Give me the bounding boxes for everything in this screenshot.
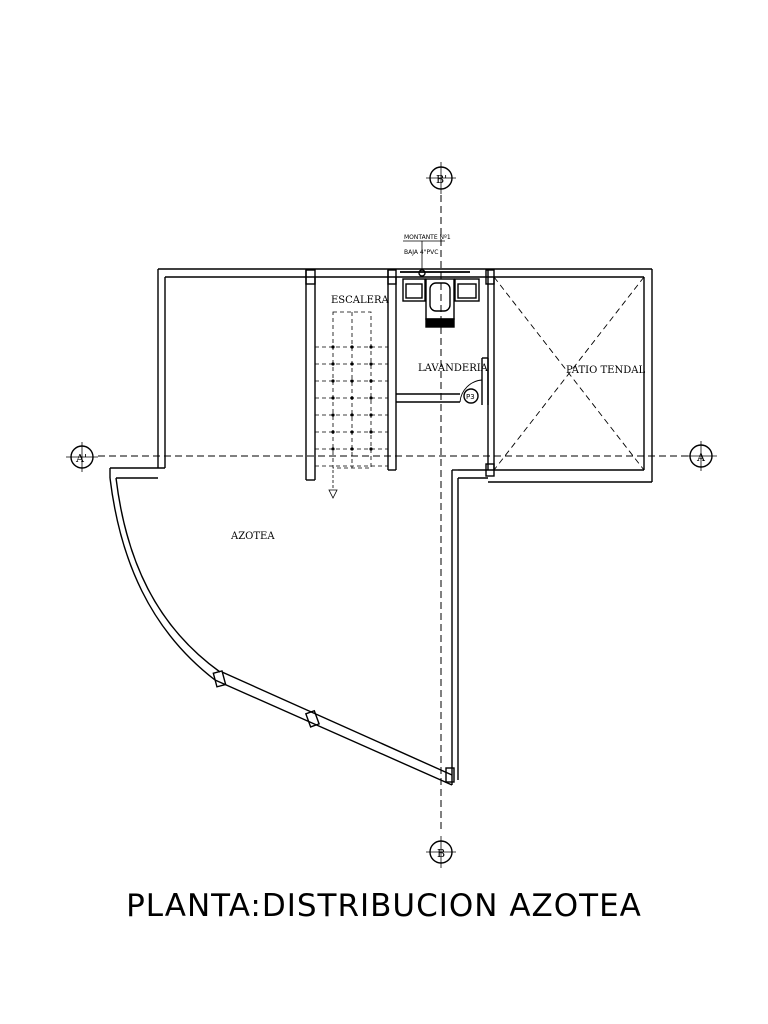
staircase-walls	[305, 269, 397, 481]
room-label-escalera: ESCALERA	[331, 295, 389, 306]
staircase-dots	[331, 345, 373, 451]
patio-open-lines	[493, 276, 645, 471]
wall-top	[157, 268, 653, 278]
staircase-steps	[315, 311, 388, 499]
door-tag-circle	[463, 388, 479, 404]
axis-bubble-b-top	[426, 162, 456, 194]
montante-note-line2: BAJA 4"PVC	[404, 249, 438, 256]
axis-label-b-bottom: B	[437, 847, 445, 860]
axis-label-a-right: A	[696, 451, 706, 464]
wall-right	[643, 277, 653, 482]
parapet-diagonal	[214, 671, 455, 786]
axis-label-b-top: B'	[436, 173, 447, 186]
wall-patio-bottom	[488, 469, 652, 483]
montante-note-line1: MONTANTE Nº1	[404, 234, 451, 241]
drawing-title: PLANTA:DISTRIBUCION AZOTEA	[126, 888, 642, 924]
room-label-patio-tendal: PATIO TENDAL	[566, 365, 645, 376]
room-label-lavanderia: LAVANDERIA	[418, 363, 489, 374]
axis-bubble-a-right	[685, 441, 717, 471]
laundry-door-swing	[459, 379, 483, 403]
laundry-fixtures	[400, 269, 480, 328]
wall-ledge-left	[109, 467, 165, 479]
room-label-azotea: AZOTEA	[230, 531, 275, 542]
montante-leader	[403, 240, 445, 270]
axis-bubble-b-bottom	[426, 836, 456, 868]
parapet-curved	[109, 477, 227, 688]
wall-left-upper	[157, 277, 166, 468]
wall-lower-mid	[451, 463, 495, 785]
axis-bubble-a-left	[66, 442, 98, 472]
axis-label-a-left: A'	[75, 452, 87, 465]
door-tag-label: P3	[466, 393, 475, 401]
